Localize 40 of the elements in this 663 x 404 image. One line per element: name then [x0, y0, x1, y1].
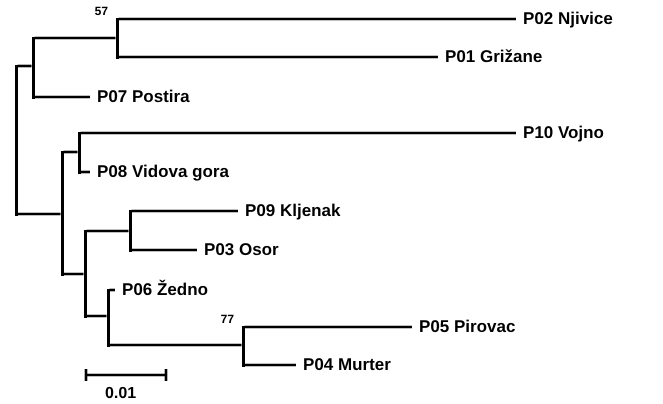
branch-line — [118, 56, 438, 58]
branch-line — [110, 288, 115, 292]
branch-line — [116, 18, 118, 58]
branch-line — [118, 18, 516, 20]
taxon-label: P04 Murter — [296, 355, 391, 375]
taxon-label: P01 Grižane — [438, 47, 542, 67]
taxon-label: P02 Njivice — [516, 9, 613, 29]
taxon-label: P03 Osor — [197, 240, 279, 260]
branch-line — [110, 344, 242, 346]
branch-line — [80, 170, 90, 174]
branch-line — [86, 314, 106, 318]
branch-line — [132, 210, 238, 212]
branch-line — [34, 96, 90, 98]
branch-line — [78, 132, 80, 174]
bootstrap-value: 57 — [94, 4, 108, 18]
branch-line — [244, 364, 296, 366]
branch-line — [242, 326, 244, 366]
branch-line — [14, 64, 18, 216]
branch-line — [128, 210, 132, 252]
branch-line — [64, 272, 84, 276]
branch-line — [80, 132, 516, 134]
branch-line — [64, 150, 78, 154]
taxon-label: P07 Postira — [90, 87, 190, 107]
branch-line — [132, 248, 197, 252]
bootstrap-value: 77 — [220, 312, 234, 326]
taxon-label: P06 Žedno — [115, 280, 208, 300]
scale-value: 0.01 — [105, 385, 136, 403]
taxon-label: P05 Pirovac — [412, 317, 516, 337]
branch-line — [106, 288, 110, 346]
taxon-label: P09 Kljenak — [238, 201, 340, 221]
taxon-label: P08 Vidova gora — [90, 162, 229, 182]
branch-line — [244, 326, 412, 328]
branch-line — [84, 230, 86, 318]
branch-line — [18, 212, 60, 216]
branch-line — [86, 230, 128, 232]
taxon-label: P10 Vojno — [516, 123, 604, 143]
branch-line — [34, 36, 116, 40]
branch-line — [32, 36, 34, 98]
branch-line — [60, 150, 64, 276]
branch-line — [18, 64, 32, 68]
